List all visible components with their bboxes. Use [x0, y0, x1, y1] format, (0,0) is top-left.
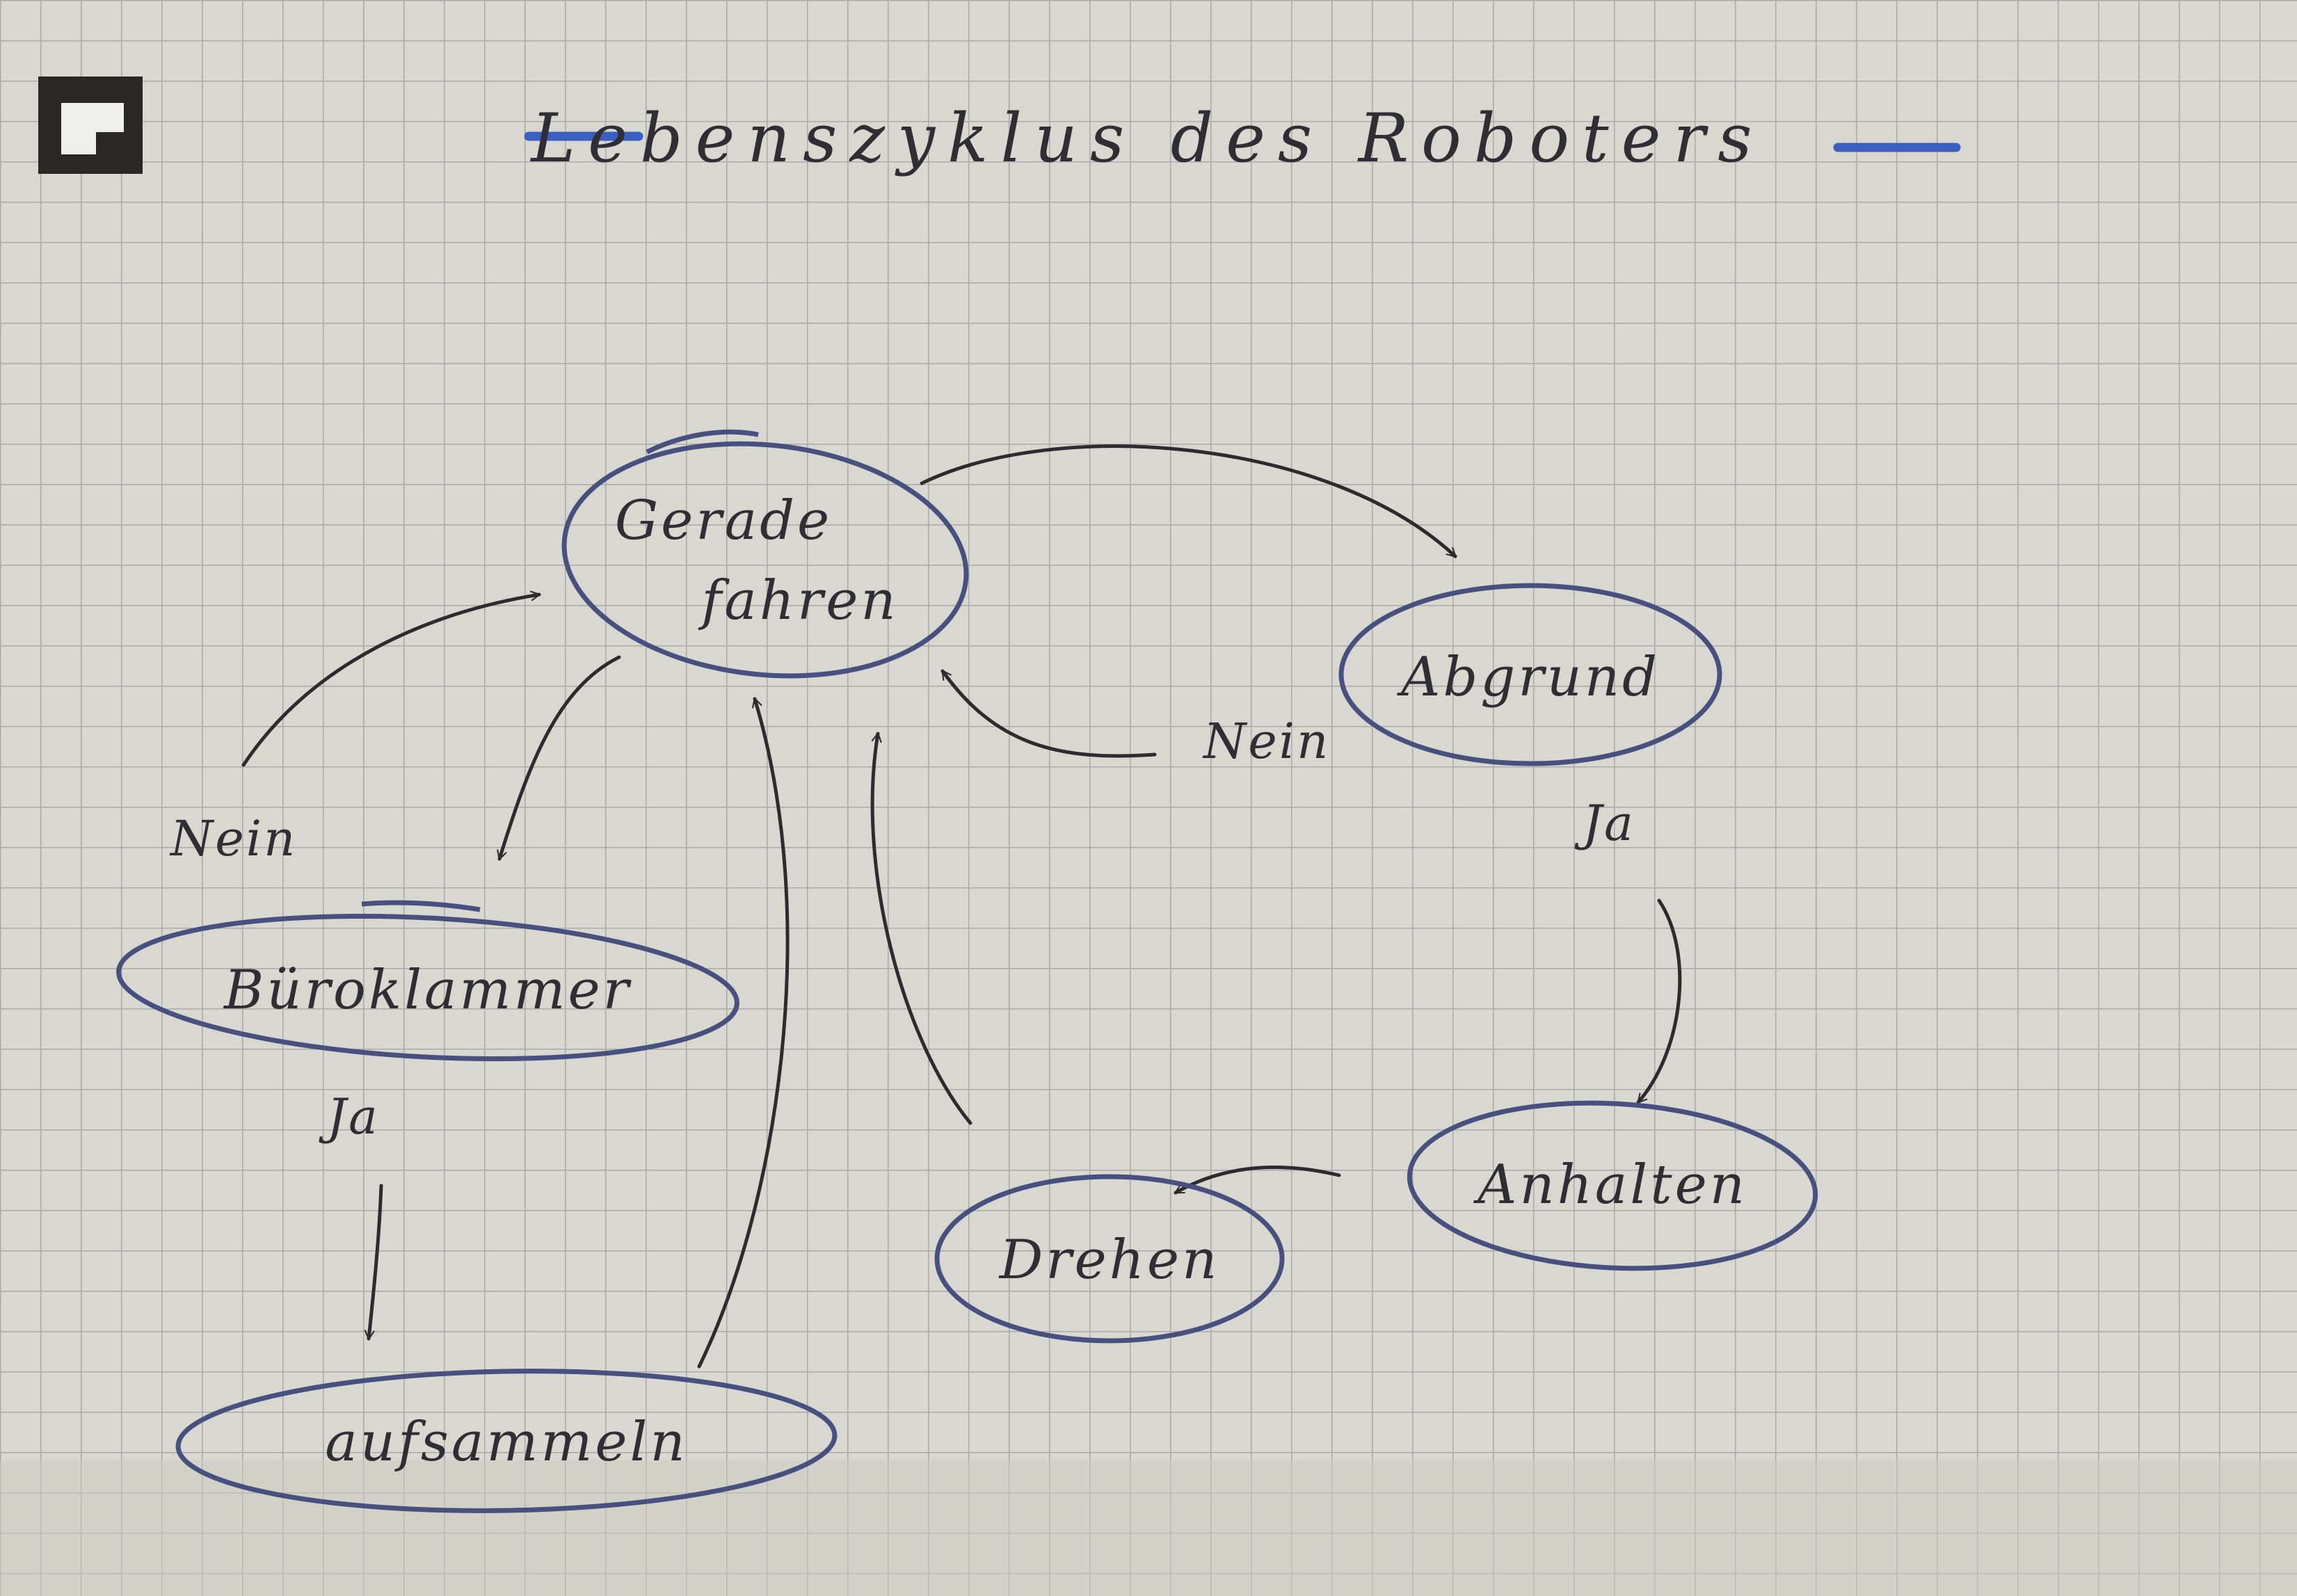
- edge-abgrund-to-geradeaus: [941, 669, 1157, 758]
- node-aufsammeln: aufsammeln: [175, 1369, 838, 1513]
- edge-abgrund-to-anhalten: [1636, 898, 1682, 1104]
- corner-logo-icon: [38, 76, 143, 174]
- node-geradeaus-outline: [561, 441, 969, 679]
- node-buroklammer-outline: [116, 913, 739, 1062]
- edge-label-abgrund-ja: Ja: [1574, 795, 1635, 852]
- node-abgrund: Abgrund: [1338, 583, 1722, 766]
- edge-label-buroklammer-nein: Nein: [169, 810, 297, 867]
- node-drehen-outline: [934, 1174, 1285, 1344]
- node-anhalten-label: Anhalten: [1473, 1154, 1747, 1216]
- edge-buroklammer-to-aufsammeln: [364, 1184, 383, 1341]
- node-buroklammer-overstroke: [361, 900, 481, 912]
- node-geradeaus: Gerade fahren: [561, 429, 969, 679]
- node-geradeaus-label-line-2: fahren: [698, 570, 898, 632]
- node-geradeaus-label-line-1: Gerade: [615, 490, 832, 552]
- edge-geradeaus-to-abgrund: [920, 444, 1457, 558]
- edge-aufsammeln-to-geradeaus: [697, 697, 790, 1369]
- node-drehen-label: Drehen: [998, 1229, 1220, 1291]
- edge-drehen-to-geradeaus: [870, 732, 973, 1125]
- edge-anhalten-to-drehen: [1174, 1166, 1341, 1195]
- paper-shading: [0, 1460, 2297, 1596]
- node-drehen: Drehen: [934, 1174, 1285, 1344]
- node-anhalten: Anhalten: [1407, 1100, 1818, 1271]
- node-anhalten-outline: [1407, 1100, 1818, 1271]
- edge-buroklammer-to-geradeaus: [241, 590, 541, 767]
- edges: [241, 444, 1682, 1369]
- node-geradeaus-overstroke: [646, 429, 759, 455]
- edge-label-abgrund-nein: Nein: [1202, 713, 1330, 770]
- node-aufsammeln-outline: [175, 1369, 838, 1513]
- edge-geradeaus-to-buroklammer: [497, 655, 621, 861]
- diagram-title-group: Lebenszyklus des Roboters: [524, 99, 1961, 177]
- node-buroklammer: Büroklammer: [116, 900, 739, 1062]
- node-abgrund-outline: [1338, 583, 1722, 766]
- edge-labels: Nein Ja Nein Ja: [169, 713, 1635, 1145]
- node-aufsammeln-label: aufsammeln: [325, 1411, 687, 1474]
- node-abgrund-label: Abgrund: [1397, 646, 1660, 709]
- edge-label-buroklammer-ja: Ja: [319, 1088, 380, 1145]
- node-buroklammer-label: Büroklammer: [223, 959, 632, 1022]
- diagram-title: Lebenszyklus des Roboters: [529, 99, 1764, 177]
